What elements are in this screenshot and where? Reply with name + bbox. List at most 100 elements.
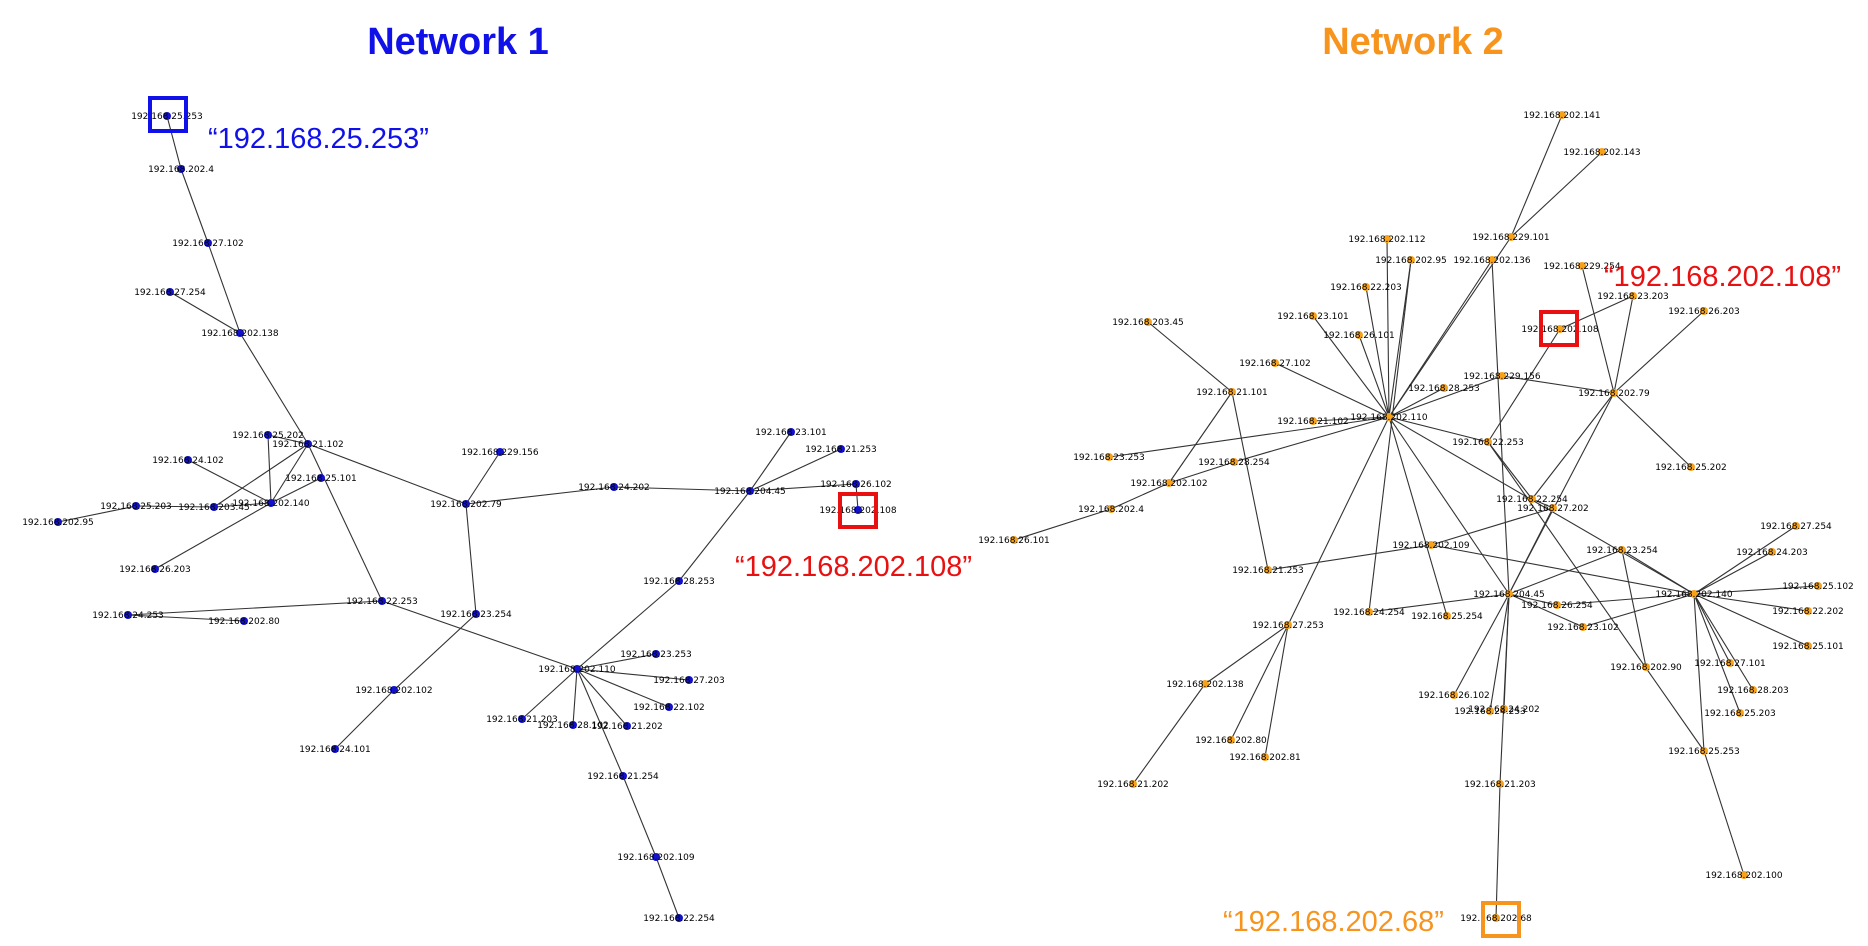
network1-node[interactable]: 192.168.27.203: [653, 676, 725, 686]
network2-node[interactable]: 192.168.202.109: [1392, 541, 1470, 551]
network2-node[interactable]: 192.168.21.203: [1464, 780, 1536, 790]
network2-node[interactable]: 192.168.21.101: [1196, 388, 1268, 398]
network1-node[interactable]: 192.168.26.102: [820, 480, 892, 490]
network2-node[interactable]: 192.168.24.203: [1736, 548, 1808, 558]
network1-node[interactable]: 192.168.22.102: [633, 703, 705, 713]
network2-node[interactable]: 192.168.22.253: [1452, 438, 1524, 448]
network2-node[interactable]: 192.168.23.203: [1597, 292, 1669, 302]
network2-node[interactable]: 192.168.26.101: [978, 536, 1050, 546]
network1-node[interactable]: 192.168.22.253: [346, 597, 418, 607]
network2-node[interactable]: 192.168.202.4: [1078, 505, 1144, 515]
network2-node[interactable]: 192.168.202.95: [1375, 256, 1447, 266]
network2-node[interactable]: 192.168.23.102: [1547, 623, 1619, 633]
network1-node[interactable]: 192.168.25.202: [232, 431, 304, 441]
network1-node[interactable]: 192.168.202.95: [22, 518, 94, 528]
network2-node[interactable]: 192.168.25.254: [1411, 612, 1483, 622]
network2-node[interactable]: 192.168.27.101: [1694, 659, 1766, 669]
network2-node[interactable]: 192.168.21.253: [1232, 566, 1304, 576]
network1-node[interactable]: 192.168.27.254: [134, 288, 206, 298]
network1-node[interactable]: 192.168.24.253: [92, 611, 164, 621]
network1-node[interactable]: 192.168.202.110: [538, 665, 616, 675]
network2-node[interactable]: 192.168.202.110: [1350, 413, 1428, 423]
network2-node[interactable]: 192.168.26.101: [1323, 331, 1395, 341]
network2-node[interactable]: 192.168.24.202: [1468, 705, 1540, 715]
network2-node[interactable]: 192.168.25.102: [1782, 582, 1854, 592]
network1-node[interactable]: 192.168.25.203: [100, 502, 172, 512]
network1-node[interactable]: 192.168.203.45: [178, 503, 250, 513]
network2-node[interactable]: 192.168.27.202: [1517, 504, 1589, 514]
network2-node[interactable]: 192.168.204.45: [1473, 590, 1545, 600]
network1-node[interactable]: 192.168.202.80: [208, 617, 280, 627]
network2-node[interactable]: 192.168.27.253: [1252, 621, 1324, 631]
network1-node[interactable]: 192.168.202.109: [617, 853, 695, 863]
network1-node[interactable]: 192.168.27.102: [172, 239, 244, 249]
network1-node[interactable]: 192.168.23.101: [755, 428, 827, 438]
network2-node[interactable]: 192.168.22.203: [1330, 283, 1402, 293]
network2-node[interactable]: 192.168.28.254: [1198, 458, 1270, 468]
network2-node[interactable]: 192.168.202.102: [1130, 479, 1208, 489]
network1-node[interactable]: 192.168.24.101: [299, 745, 371, 755]
network2-node[interactable]: 192.168.25.203: [1704, 709, 1776, 719]
network1-node[interactable]: 192.168.229.156: [461, 448, 539, 458]
network2-node[interactable]: 192.168.202.140: [1655, 590, 1733, 600]
network2-node[interactable]: 192.168.23.253: [1073, 453, 1145, 463]
network2-node[interactable]: 192.168.202.81: [1229, 753, 1301, 763]
network2-node[interactable]: 192.168.202.143: [1563, 148, 1641, 158]
network1-node[interactable]: 192.168.21.253: [805, 445, 877, 455]
network2-node[interactable]: 192.168.202.79: [1578, 389, 1650, 399]
network2-node[interactable]: 192.168.202.108: [1521, 325, 1599, 335]
network1-node[interactable]: 192.168.21.203: [486, 715, 558, 725]
network2-node[interactable]: 192.168.27.102: [1239, 359, 1311, 369]
network2-node[interactable]: 192.168.28.203: [1717, 686, 1789, 696]
network1-node[interactable]: 192.168.24.202: [578, 483, 650, 493]
network2-node[interactable]: 192.168.22.202: [1772, 607, 1844, 617]
network2-node[interactable]: 192.168.229.156: [1463, 372, 1541, 382]
network2-node[interactable]: 192.168.24.254: [1333, 608, 1405, 618]
network1-node[interactable]: 192.168.202.140: [232, 499, 310, 509]
network2-node[interactable]: 192.168.26.254: [1521, 601, 1593, 611]
network1-node[interactable]: 192.168.202.108: [819, 506, 897, 516]
network2-node[interactable]: 192.168.23.101: [1277, 312, 1349, 322]
network1-node[interactable]: 192.168.202.102: [355, 686, 433, 696]
network2-node-label: 192.168.202.100: [1705, 871, 1783, 881]
network2-node[interactable]: 192.168.25.202: [1655, 463, 1727, 473]
network2-node[interactable]: 192.168.23.254: [1586, 546, 1658, 556]
network2-node[interactable]: 192.168.202.80: [1195, 736, 1267, 746]
network2-node[interactable]: 192.168.202.68: [1460, 914, 1532, 924]
network2-node[interactable]: 192.168.25.253: [1668, 747, 1740, 757]
network2-node[interactable]: 192.168.22.254: [1496, 495, 1568, 505]
network2-node[interactable]: 192.168.202.100: [1705, 871, 1783, 881]
network1-node[interactable]: 192.168.202.138: [201, 329, 279, 339]
network1-node[interactable]: 192.168.23.254: [440, 610, 512, 620]
network1-node[interactable]: 192.168.21.102: [272, 440, 344, 450]
network1-node[interactable]: 192.168.21.254: [587, 772, 659, 782]
network1-node[interactable]: 192.168.22.254: [643, 914, 715, 924]
network1-node[interactable]: 192.168.202.4: [148, 165, 214, 175]
network1-node[interactable]: 192.168.24.102: [152, 456, 224, 466]
network1-node[interactable]: 192.168.23.253: [620, 650, 692, 660]
network2-node[interactable]: 192.168.24.253: [1454, 707, 1526, 717]
network1-node[interactable]: 192.168.28.253: [643, 577, 715, 587]
network2-node[interactable]: 192.168.25.101: [1772, 642, 1844, 652]
network1-node[interactable]: 192.168.21.202: [591, 722, 663, 732]
network2-node[interactable]: 192.168.27.254: [1760, 522, 1832, 532]
network2-node[interactable]: 192.168.26.102: [1418, 691, 1490, 701]
network2-node[interactable]: 192.168.229.254: [1543, 262, 1621, 272]
network2-node[interactable]: 192.168.28.253: [1408, 384, 1480, 394]
network2-node[interactable]: 192.168.202.90: [1610, 663, 1682, 673]
network1-node[interactable]: 192.168.202.79: [430, 500, 502, 510]
network2-node[interactable]: 192.168.21.202: [1097, 780, 1169, 790]
network2-node[interactable]: 192.168.202.138: [1166, 680, 1244, 690]
network1-node[interactable]: 192.168.28.102: [537, 721, 609, 731]
network2-node[interactable]: 192.168.202.141: [1523, 111, 1601, 121]
network2-node[interactable]: 192.168.203.45: [1112, 318, 1184, 328]
network2-node[interactable]: 192.168.202.136: [1453, 256, 1531, 266]
network2-node[interactable]: 192.168.21.102: [1277, 417, 1349, 427]
network1-node[interactable]: 192.168.25.253: [131, 112, 203, 122]
network1-node[interactable]: 192.168.204.45: [714, 487, 786, 497]
network2-node[interactable]: 192.168.229.101: [1472, 233, 1550, 243]
network2-node[interactable]: 192.168.26.203: [1668, 307, 1740, 317]
network2-node[interactable]: 192.168.202.112: [1348, 235, 1426, 245]
network1-node[interactable]: 192.168.25.101: [285, 474, 357, 484]
network1-node[interactable]: 192.168.26.203: [119, 565, 191, 575]
